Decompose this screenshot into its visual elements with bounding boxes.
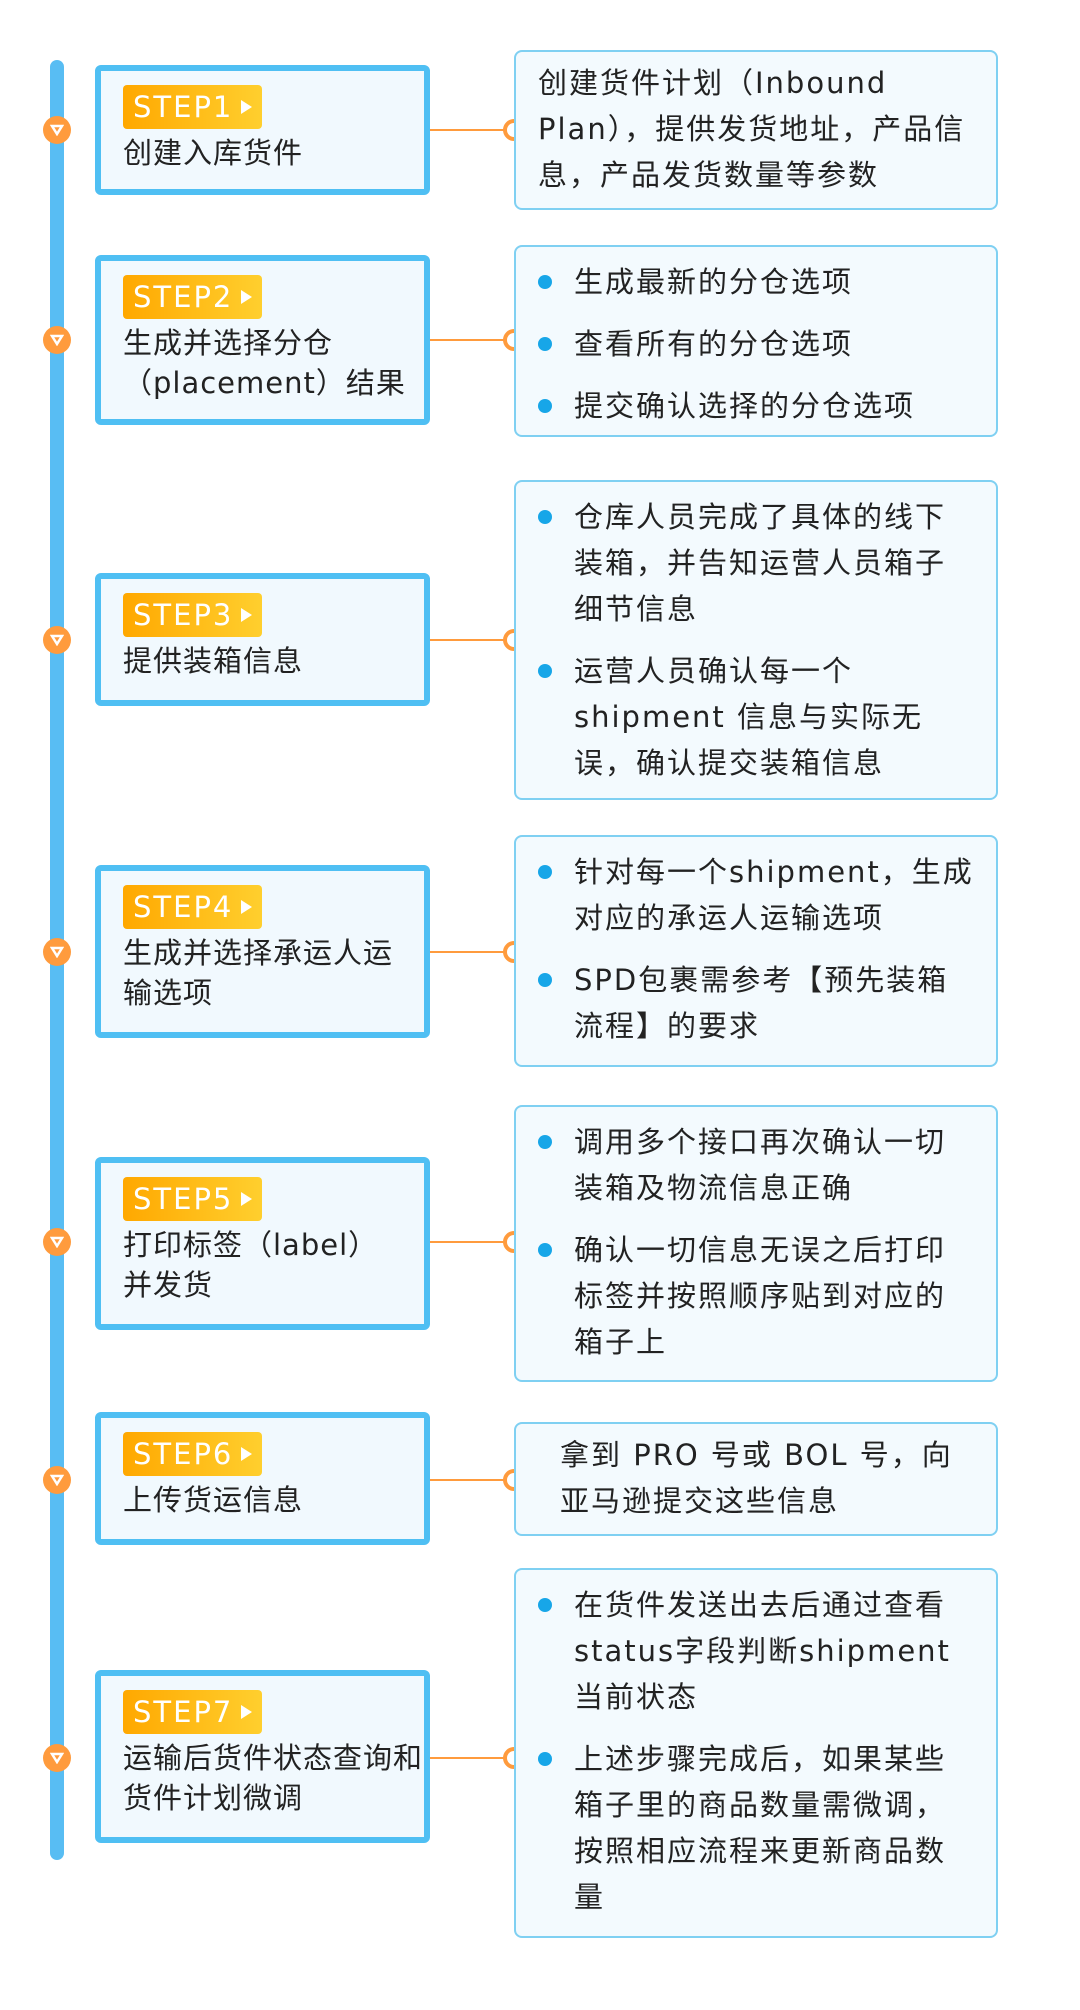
bullet-icon	[538, 1752, 552, 1766]
step-3-item-1: 仓库人员完成了具体的线下装箱，并告知运营人员箱子细节信息	[538, 494, 976, 632]
step-7-item-2-text: 上述步骤完成后，如果某些箱子里的商品数量需微调，按照相应流程来更新商品数量	[574, 1742, 947, 1914]
step-1-detail: 创建货件计划（Inbound Plan），提供发货地址，产品信息，产品发货数量等…	[514, 50, 998, 210]
step-1-detail-text: 创建货件计划（Inbound Plan），提供发货地址，产品信息，产品发货数量等…	[538, 66, 966, 192]
step-5-detail: 调用多个接口再次确认一切装箱及物流信息正确 确认一切信息无误之后打印标签并按照顺…	[514, 1105, 998, 1382]
timeline-marker-5	[43, 1228, 71, 1256]
bullet-icon	[538, 399, 552, 413]
bullet-icon	[538, 1243, 552, 1257]
step-3-title: 提供装箱信息	[123, 644, 304, 678]
step-4-item-1-text: 针对每一个shipment，生成对应的承运人运输选项	[574, 855, 974, 935]
step-1-badge-label: STEP1	[133, 90, 234, 124]
play-icon	[241, 900, 253, 914]
step-4-badge-label: STEP4	[133, 890, 234, 924]
bullet-icon	[538, 973, 552, 987]
step-6-title: 上传货运信息	[123, 1483, 304, 1517]
step-2-title: 生成并选择分仓（placement）结果	[123, 326, 406, 400]
step-7-item-1: 在货件发送出去后通过查看status字段判断shipment当前状态	[538, 1582, 976, 1720]
timeline-marker-4	[43, 938, 71, 966]
step-1-title: 创建入库货件	[123, 136, 304, 170]
step-4-box: STEP4 生成并选择承运人运输选项	[95, 865, 430, 1038]
step-5-item-2: 确认一切信息无误之后打印标签并按照顺序贴到对应的箱子上	[538, 1227, 976, 1365]
step-6-badge-label: STEP6	[133, 1437, 234, 1471]
timeline-marker-6	[43, 1466, 71, 1494]
step-4-item-2-text: SPD包裹需参考【预先装箱流程】的要求	[574, 963, 949, 1043]
step-6-detail-text: 拿到 PRO 号或 BOL 号，向亚马逊提交这些信息	[560, 1438, 953, 1518]
step-7-badge-label: STEP7	[133, 1695, 234, 1729]
step-7-box: STEP7 运输后货件状态查询和货件计划微调	[95, 1670, 430, 1843]
step-5-item-1-text: 调用多个接口再次确认一切装箱及物流信息正确	[574, 1125, 947, 1205]
step-5-title: 打印标签（label）并发货	[123, 1228, 379, 1302]
step-1-badge: STEP1	[123, 85, 263, 129]
step-3-item-2-text: 运营人员确认每一个shipment 信息与实际无误，确认提交装箱信息	[574, 654, 924, 780]
step-2-badge-label: STEP2	[133, 280, 234, 314]
step-7-item-1-text: 在货件发送出去后通过查看status字段判断shipment当前状态	[574, 1588, 951, 1714]
bullet-icon	[538, 510, 552, 524]
connector-4	[430, 951, 505, 953]
bullet-icon	[538, 664, 552, 678]
bullet-icon	[538, 1135, 552, 1149]
connector-5	[430, 1241, 505, 1243]
step-4-detail: 针对每一个shipment，生成对应的承运人运输选项 SPD包裹需参考【预先装箱…	[514, 835, 998, 1067]
bullet-icon	[538, 275, 552, 289]
step-2-box: STEP2 生成并选择分仓（placement）结果	[95, 255, 430, 425]
step-2-detail: 生成最新的分仓选项 查看所有的分仓选项 提交确认选择的分仓选项	[514, 245, 998, 437]
play-icon	[241, 100, 253, 114]
step-3-badge: STEP3	[123, 593, 263, 637]
step-1-box: STEP1 创建入库货件	[95, 65, 430, 195]
timeline-marker-1	[43, 116, 71, 144]
step-6-badge: STEP6	[123, 1432, 263, 1476]
play-icon	[241, 290, 253, 304]
step-7-title: 运输后货件状态查询和货件计划微调	[123, 1741, 424, 1815]
connector-7	[430, 1757, 505, 1759]
timeline-marker-2	[43, 326, 71, 354]
step-3-detail: 仓库人员完成了具体的线下装箱，并告知运营人员箱子细节信息 运营人员确认每一个sh…	[514, 480, 998, 800]
timeline-marker-3	[43, 626, 71, 654]
step-5-badge-label: STEP5	[133, 1182, 234, 1216]
step-2-item-2-text: 查看所有的分仓选项	[574, 327, 854, 361]
play-icon	[241, 608, 253, 622]
play-icon	[241, 1705, 253, 1719]
step-2-item-3: 提交确认选择的分仓选项	[538, 383, 976, 429]
step-5-box: STEP5 打印标签（label）并发货	[95, 1157, 430, 1330]
step-5-badge: STEP5	[123, 1177, 263, 1221]
step-7-detail: 在货件发送出去后通过查看status字段判断shipment当前状态 上述步骤完…	[514, 1568, 998, 1938]
step-3-item-1-text: 仓库人员完成了具体的线下装箱，并告知运营人员箱子细节信息	[574, 500, 947, 626]
timeline-marker-7	[43, 1744, 71, 1772]
step-3-box: STEP3 提供装箱信息	[95, 573, 430, 706]
connector-2	[430, 339, 505, 341]
step-3-badge-label: STEP3	[133, 598, 234, 632]
connector-3	[430, 639, 505, 641]
step-4-badge: STEP4	[123, 885, 263, 929]
connector-6	[430, 1479, 505, 1481]
step-5-item-1: 调用多个接口再次确认一切装箱及物流信息正确	[538, 1119, 976, 1211]
step-4-item-1: 针对每一个shipment，生成对应的承运人运输选项	[538, 849, 976, 941]
step-2-item-1: 生成最新的分仓选项	[538, 259, 976, 305]
bullet-icon	[538, 337, 552, 351]
step-6-detail: 拿到 PRO 号或 BOL 号，向亚马逊提交这些信息	[514, 1422, 998, 1536]
step-2-badge: STEP2	[123, 275, 263, 319]
connector-1	[430, 129, 505, 131]
step-7-badge: STEP7	[123, 1690, 263, 1734]
step-3-item-2: 运营人员确认每一个shipment 信息与实际无误，确认提交装箱信息	[538, 648, 976, 786]
step-4-item-2: SPD包裹需参考【预先装箱流程】的要求	[538, 957, 976, 1049]
step-7-item-2: 上述步骤完成后，如果某些箱子里的商品数量需微调，按照相应流程来更新商品数量	[538, 1736, 976, 1920]
step-2-item-3-text: 提交确认选择的分仓选项	[574, 389, 916, 423]
play-icon	[241, 1192, 253, 1206]
bullet-icon	[538, 865, 552, 879]
play-icon	[241, 1447, 253, 1461]
step-6-box: STEP6 上传货运信息	[95, 1412, 430, 1545]
step-5-item-2-text: 确认一切信息无误之后打印标签并按照顺序贴到对应的箱子上	[574, 1233, 947, 1359]
step-2-item-2: 查看所有的分仓选项	[538, 321, 976, 367]
step-4-title: 生成并选择承运人运输选项	[123, 936, 394, 1010]
bullet-icon	[538, 1598, 552, 1612]
step-2-item-1-text: 生成最新的分仓选项	[574, 265, 854, 299]
